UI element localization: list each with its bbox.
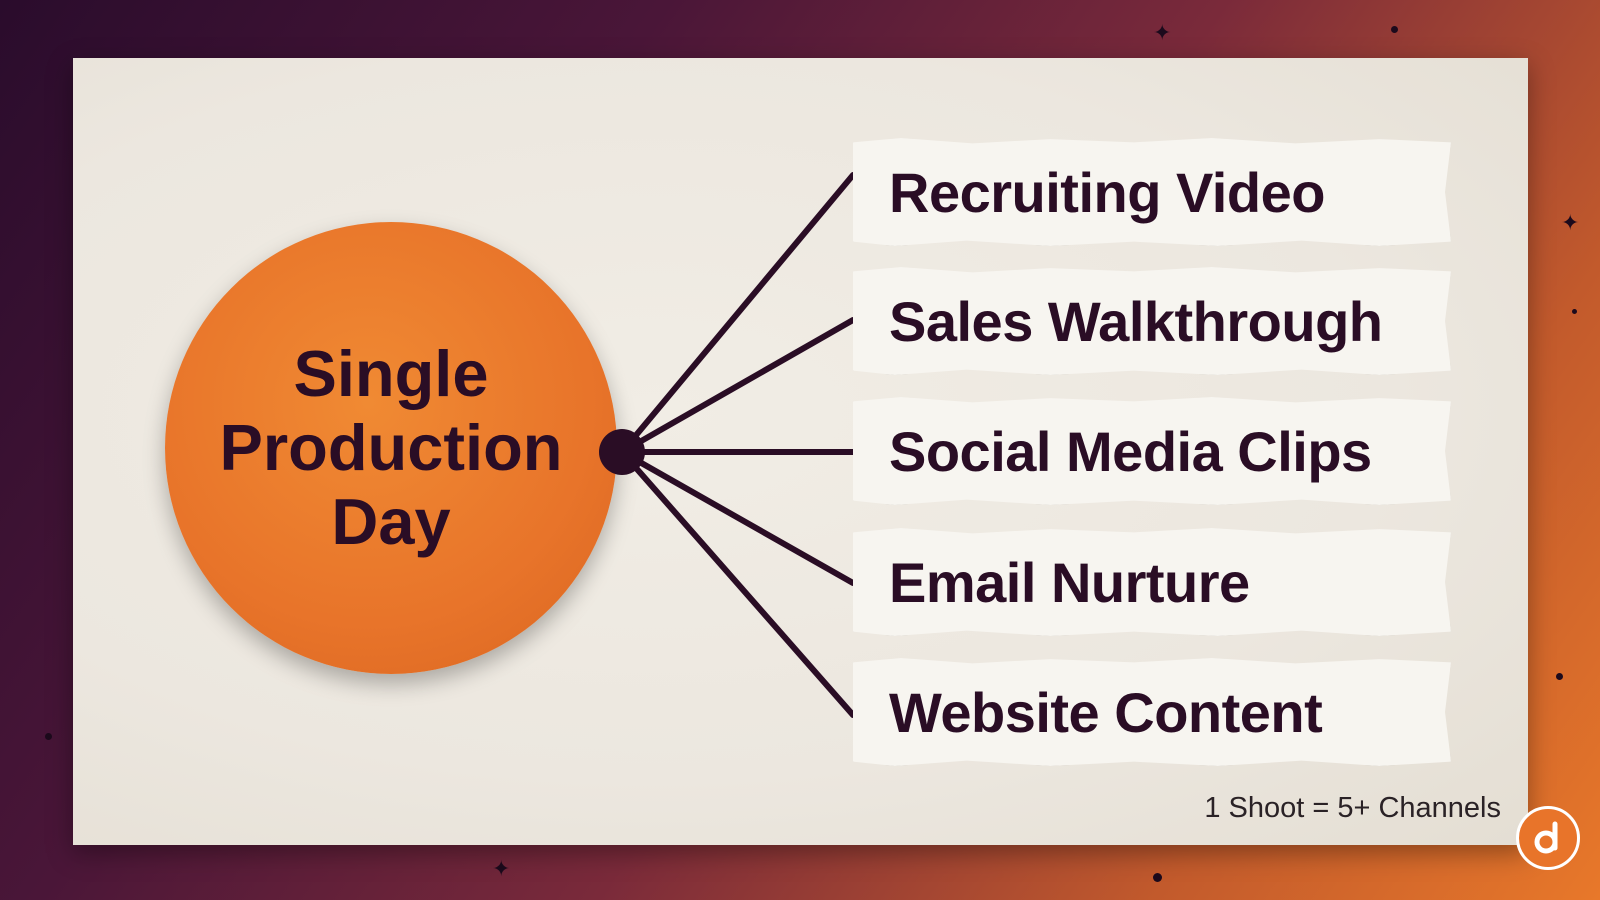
- hub-label-line: Day: [331, 485, 451, 558]
- connector-line: [619, 172, 856, 455]
- sparkle-icon: ✦: [1153, 20, 1172, 45]
- channel-label: Social Media Clips: [889, 419, 1372, 483]
- hub-label-line: Production: [219, 411, 563, 484]
- background-dot: [1572, 309, 1577, 314]
- channel-label: Sales Walkthrough: [889, 289, 1383, 353]
- channel-strip-recruiting-video: Recruiting Video: [853, 138, 1451, 246]
- channel-strip-social-media-clips: Social Media Clips: [853, 397, 1451, 505]
- channel-strip-sales-walkthrough: Sales Walkthrough: [853, 267, 1451, 375]
- sparkle-icon: ✦: [1561, 210, 1580, 235]
- background-dot: [45, 733, 52, 740]
- background-dot: [1153, 873, 1162, 882]
- sparkle-icon: ✦: [492, 856, 511, 881]
- channel-label: Website Content: [889, 680, 1323, 744]
- connector-line: [619, 317, 856, 455]
- channel-strip-website-content: Website Content: [853, 658, 1451, 766]
- connector-line: [619, 449, 856, 718]
- hub-node: [599, 429, 645, 475]
- brand-logo-d-icon: [1516, 806, 1580, 870]
- connector-line: [619, 449, 856, 586]
- channel-label: Recruiting Video: [889, 160, 1325, 224]
- channel-label: Email Nurture: [889, 550, 1250, 614]
- background-dot: [1391, 26, 1398, 33]
- hub-label-line: Single: [293, 337, 489, 410]
- background-dot: [1556, 673, 1563, 680]
- channel-strip-email-nurture: Email Nurture: [853, 528, 1451, 636]
- hub-circle: Single Production Day: [165, 222, 617, 674]
- caption: 1 Shoot = 5+ Channels: [1204, 792, 1501, 824]
- hub-label: Single Production Day: [191, 337, 591, 559]
